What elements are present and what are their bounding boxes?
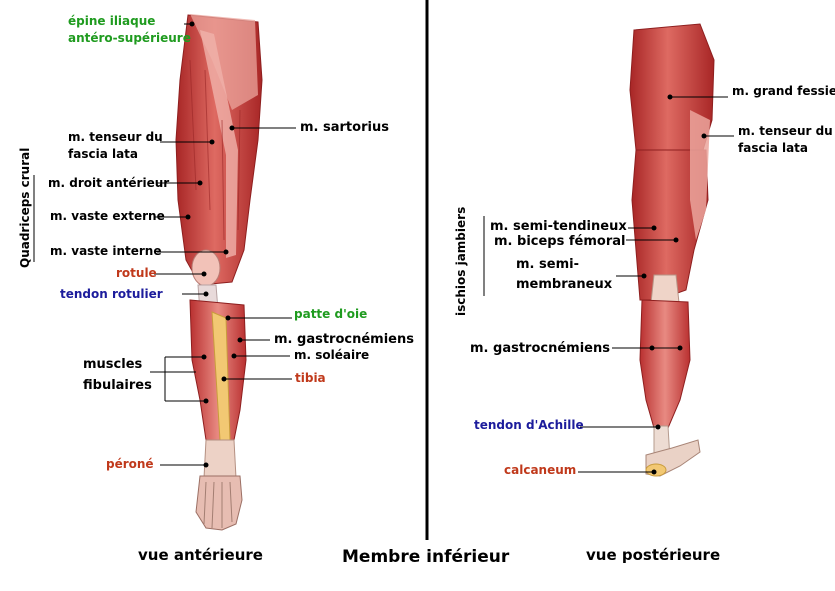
dot xyxy=(677,345,683,351)
dot xyxy=(651,469,657,475)
label-fibulaires-2: fibulaires xyxy=(83,378,152,393)
label-soleaire: m. soléaire xyxy=(294,348,370,362)
anterior-ankle xyxy=(203,439,237,479)
caption-posterior: vue postérieure xyxy=(586,546,721,564)
leader-dots xyxy=(185,21,707,475)
anterior-fibers xyxy=(189,59,241,241)
dot xyxy=(701,133,707,139)
label-sartorius: m. sartorius xyxy=(300,120,389,135)
dot xyxy=(231,353,237,359)
dot xyxy=(229,125,235,131)
label-gastrocnemiens-ant: m. gastrocnémiens xyxy=(274,332,414,347)
label-patte-doie: patte d'oie xyxy=(294,307,368,321)
dot xyxy=(203,398,209,404)
dot xyxy=(655,424,661,430)
dot xyxy=(223,249,229,255)
label-rotule: rotule xyxy=(116,266,157,280)
label-tenseur-post-1: m. tenseur du xyxy=(738,124,833,138)
label-tenseur-post-2: fascia lata xyxy=(738,141,809,155)
dot xyxy=(237,337,243,343)
dot xyxy=(185,214,191,220)
dot xyxy=(651,225,657,231)
dot xyxy=(641,273,647,279)
foot-tendons xyxy=(203,481,233,529)
label-tendon-rotulier: tendon rotulier xyxy=(60,287,163,301)
dot xyxy=(201,354,207,360)
dot xyxy=(189,21,195,27)
label-tenseur-ant-2: fascia lata xyxy=(68,147,139,161)
dot xyxy=(649,345,655,351)
label-semi-membraneux-2: membraneux xyxy=(516,277,613,292)
posterior-leg xyxy=(629,23,715,477)
label-gastrocnemiens-post: m. gastrocnémiens xyxy=(470,341,610,356)
label-ischios-group: ischios jambiers xyxy=(454,206,468,316)
dot xyxy=(197,180,203,186)
anterior-foot xyxy=(195,475,243,531)
label-epine-1: épine iliaque xyxy=(68,14,156,28)
tensor-strip xyxy=(690,110,710,240)
leader-lines xyxy=(33,23,734,473)
calf xyxy=(639,299,691,429)
dot xyxy=(673,237,679,243)
dot xyxy=(225,315,231,321)
caption-anterior: vue antérieure xyxy=(138,546,263,564)
label-tendon-achille: tendon d'Achille xyxy=(474,418,584,432)
label-semi-tendineux: m. semi-tendineux xyxy=(490,219,627,234)
dot xyxy=(221,376,227,382)
label-grand-fessier: m. grand fessier xyxy=(732,84,835,98)
label-semi-membraneux-1: m. semi- xyxy=(516,257,579,272)
sartorius-band xyxy=(200,30,238,258)
label-tenseur-ant-1: m. tenseur du xyxy=(68,130,163,144)
label-fibulaires-1: muscles xyxy=(83,357,143,372)
figure-title: Membre inférieur xyxy=(342,547,510,567)
label-vaste-interne: m. vaste interne xyxy=(50,244,162,258)
dot xyxy=(209,139,215,145)
label-perone: péroné xyxy=(106,457,154,471)
label-tibia: tibia xyxy=(295,371,326,385)
label-calcaneum: calcaneum xyxy=(504,463,577,477)
dot xyxy=(203,291,209,297)
anterior-leg xyxy=(175,14,263,531)
dot xyxy=(667,94,673,100)
dot xyxy=(201,271,207,277)
label-quadriceps-group: Quadriceps crural xyxy=(18,147,32,268)
label-droit-anterieur: m. droit antérieur xyxy=(48,176,170,190)
label-vaste-externe: m. vaste externe xyxy=(50,209,165,223)
calcaneus-bone xyxy=(645,463,667,477)
dot xyxy=(203,462,209,468)
label-biceps-femoral: m. biceps fémoral xyxy=(494,234,626,249)
label-epine-2: antéro-supérieure xyxy=(68,31,191,45)
patella xyxy=(191,249,221,287)
